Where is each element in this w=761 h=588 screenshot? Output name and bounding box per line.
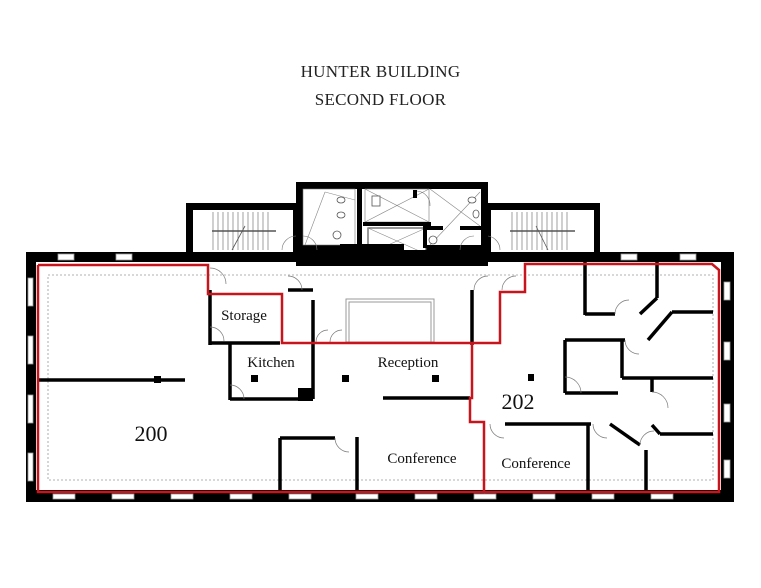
plan-subtitle: SECOND FLOOR [314, 90, 447, 109]
interior-walls [38, 262, 713, 492]
plan-title: HUNTER BUILDING [300, 62, 461, 81]
atrium-opening [345, 298, 435, 343]
suite-label-202: 202 [502, 389, 535, 414]
ceiling-outline [47, 274, 714, 481]
stair-right [485, 203, 600, 258]
room-label-conference-200: Conference [387, 451, 456, 467]
room-label-kitchen: Kitchen [247, 355, 295, 371]
columns [154, 374, 534, 401]
suite-label-200: 200 [135, 421, 168, 446]
room-label-storage: Storage [221, 308, 267, 324]
building-core [186, 182, 600, 266]
room-label-conference-202: Conference [501, 456, 570, 472]
room-label-reception: Reception [378, 355, 439, 371]
suite-202-outline [472, 262, 721, 494]
door-swings [209, 267, 669, 453]
stair-left [186, 203, 298, 258]
